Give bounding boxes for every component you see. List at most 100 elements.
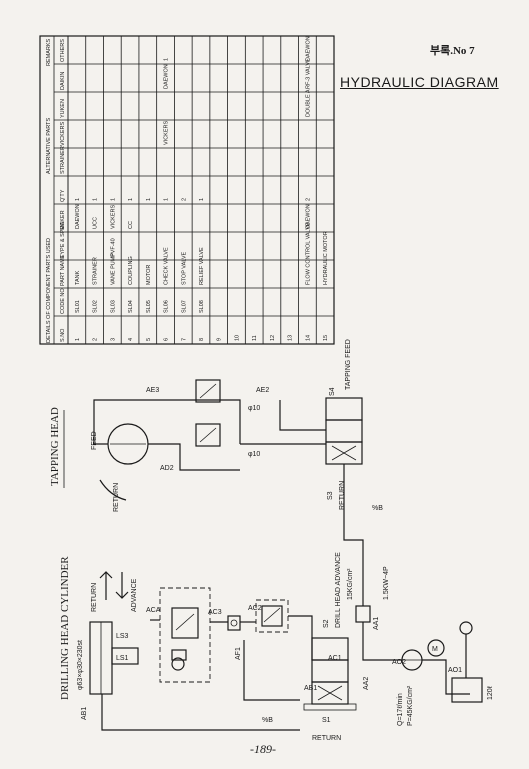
parts-table: DETAILS OF COMPONENT PARTS USED ALTERNATI… bbox=[39, 35, 335, 345]
ls1-label: LS1 bbox=[116, 655, 129, 662]
table-cell: 15 bbox=[323, 335, 329, 341]
table-group-header: REMARKS bbox=[46, 38, 52, 66]
table-cell: PVF-40 bbox=[110, 238, 116, 257]
table-cell: 1 bbox=[110, 198, 116, 201]
table-cell: SL07 bbox=[181, 300, 187, 313]
ac3-label: AC3 bbox=[208, 609, 222, 616]
table-column-header: CODE NO bbox=[60, 288, 66, 314]
table-cell: 2 bbox=[93, 338, 99, 341]
drilling-cylinder: LS1 LS3 bbox=[89, 621, 139, 695]
table-cell: 8 bbox=[199, 338, 205, 341]
table-cell: TANK bbox=[75, 270, 81, 285]
table-cell: SL06 bbox=[164, 300, 170, 313]
table-cell: SL05 bbox=[146, 300, 152, 313]
advance-label-top: ADVANCE bbox=[131, 578, 138, 612]
tapping-feed-label: TAPPING FEED bbox=[345, 339, 352, 390]
af1-label: AF1 bbox=[235, 647, 242, 660]
table-cell: UCC bbox=[93, 217, 99, 229]
table-cell: 1 bbox=[199, 198, 205, 201]
pipe-size-right: %B bbox=[372, 505, 383, 512]
table-cell: FLOW CONTROL VALVE bbox=[305, 222, 311, 285]
table-group-header: ALTERNATIVE PARTS bbox=[46, 118, 52, 174]
table-cell: SL01 bbox=[75, 300, 81, 313]
return-label-top: RETURN bbox=[91, 583, 98, 612]
diagram-title: HYDRAULIC DIAGRAM bbox=[340, 74, 499, 90]
tapping-head-title: TAPPING HEAD bbox=[49, 407, 61, 486]
table-cell: 1 bbox=[164, 58, 170, 61]
table-cell: VICKERS bbox=[164, 121, 170, 145]
table-cell: 1 bbox=[146, 198, 152, 201]
table-cell: STRAINER bbox=[93, 257, 99, 285]
table-cell: HYDRAULIC MOTOR bbox=[323, 231, 329, 285]
table-cell: 1 bbox=[93, 198, 99, 201]
table-group-header: DETAILS OF COMPONENT PARTS USED bbox=[46, 238, 52, 343]
s3-label: S3 bbox=[327, 491, 334, 500]
hydraulic-motor bbox=[107, 423, 149, 465]
table-column-header: DAIKIN bbox=[60, 72, 66, 90]
table-cell: 10 bbox=[234, 335, 240, 341]
drill-directional-valve bbox=[303, 637, 357, 711]
ac1-label: AC1 bbox=[328, 655, 342, 662]
table-cell: 13 bbox=[288, 335, 294, 341]
return-label-tap2: RETURN bbox=[339, 481, 346, 510]
table-cell: 14 bbox=[305, 335, 311, 341]
ae2-label: AE2 bbox=[256, 387, 269, 394]
table-cell: 1 bbox=[128, 198, 134, 201]
pressure-rating-label: P=45KG/cm² bbox=[407, 685, 414, 726]
table-column-header: STRAINER bbox=[60, 146, 66, 174]
table-cell: 2 bbox=[181, 198, 187, 201]
table-cell: DAEWON bbox=[75, 204, 81, 229]
table-cell: 9 bbox=[217, 338, 223, 341]
s1-label: S1 bbox=[322, 717, 331, 724]
phi10-label-a: φ10 bbox=[248, 405, 260, 412]
table-cell: 4 bbox=[128, 338, 134, 341]
table-column-header: Q'TY bbox=[60, 189, 66, 202]
ab1-label-left: AB1 bbox=[81, 707, 88, 720]
page-footer: -189- bbox=[250, 742, 276, 756]
table-cell: SL08 bbox=[199, 300, 205, 313]
table-cell: DAEWON bbox=[164, 64, 170, 89]
table-column-header: TYPE & SPEC bbox=[60, 222, 66, 258]
aa2-label: AA2 bbox=[363, 677, 370, 690]
table-cell: 2 bbox=[305, 198, 311, 201]
table-cell: RELIEF VALVE bbox=[199, 247, 205, 285]
pump-motor-unit: M bbox=[355, 590, 483, 703]
table-column-header: S.NO bbox=[60, 328, 66, 342]
table-column-header: OTHERS bbox=[60, 39, 66, 62]
pipe-size-left: %B bbox=[262, 717, 273, 724]
table-cell: 3 bbox=[110, 338, 116, 341]
table-cell: VICKERS bbox=[110, 205, 116, 229]
table-cell: CC bbox=[128, 221, 134, 229]
ae3-label: AE3 bbox=[146, 387, 159, 394]
s2-label: S2 bbox=[323, 619, 330, 628]
table-cell: DOUBLE A bbox=[305, 89, 311, 117]
return-label-bottom: RETURN bbox=[312, 735, 341, 742]
ao1-label: AO1 bbox=[448, 667, 462, 674]
pressure-setting-label: 15KG/cm² bbox=[347, 568, 354, 600]
phi10-label-b: φ10 bbox=[248, 451, 260, 458]
ab1-label-right: AB1 bbox=[304, 685, 317, 692]
ao2-label: AO2 bbox=[392, 659, 406, 666]
table-cell: 11 bbox=[252, 335, 258, 341]
table-cell: DAEWON bbox=[305, 36, 311, 61]
s4-label: S4 bbox=[329, 387, 336, 396]
table-cell: 7 bbox=[181, 338, 187, 341]
aca-label: ACA bbox=[146, 607, 161, 614]
table-cell: 5 bbox=[146, 338, 152, 341]
table-cell: CHECK VALVE bbox=[164, 247, 170, 285]
tapping-directional-valve bbox=[325, 397, 363, 465]
table-cell: SL02 bbox=[93, 300, 99, 313]
table-cell: VANE PUMP bbox=[110, 253, 116, 285]
table-cell: DAEWON bbox=[305, 204, 311, 229]
ls3-label: LS3 bbox=[116, 633, 129, 640]
return-label-tap: RETURN bbox=[113, 483, 120, 512]
drilling-head-title: DRILLING HEAD CYLINDER bbox=[59, 556, 71, 700]
table-cell: COUPLING bbox=[128, 256, 134, 285]
table-cell: 6 bbox=[164, 338, 170, 341]
flow-rate-label: Q=17ℓ/min bbox=[397, 693, 404, 726]
drilling-spec: φ63×φ30×230st bbox=[77, 640, 84, 690]
table-cell: 1 bbox=[164, 198, 170, 201]
motor-m-label: M bbox=[432, 646, 438, 653]
table-cell: RF-3 VALVE bbox=[305, 58, 311, 89]
